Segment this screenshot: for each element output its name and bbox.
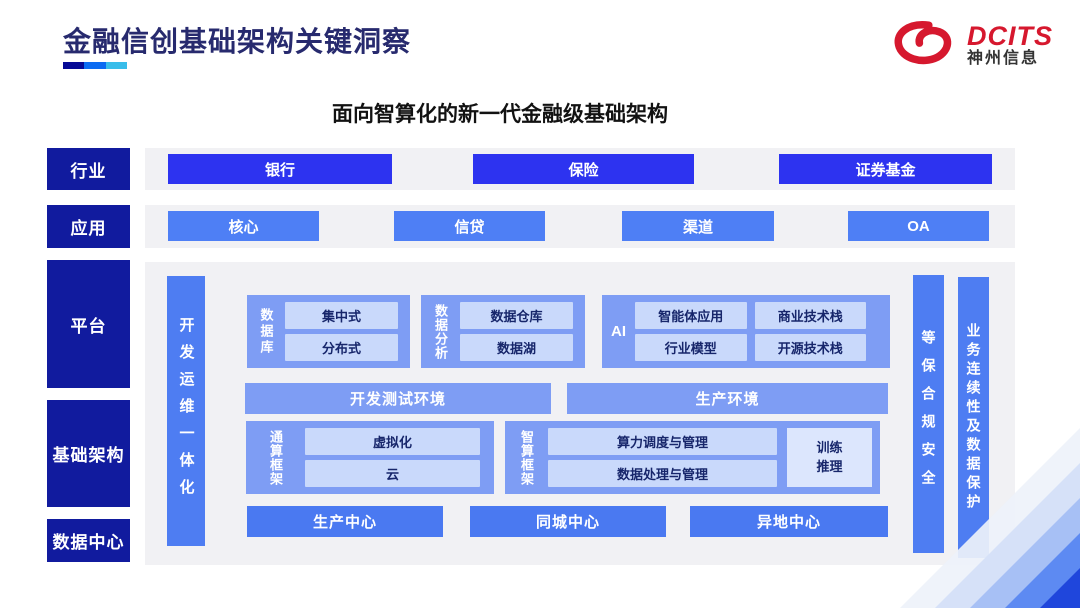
chip-virtualization: 虚拟化: [305, 428, 480, 455]
ai-group: AI 智能体应用 行业模型 商业技术栈 开源技术栈: [602, 295, 890, 368]
dcits-swirl-icon: [894, 21, 952, 65]
analytics-group: 数据分析 数据仓库 数据湖: [421, 295, 585, 368]
continuity-vertical-bar-label: 业务连续性及数据保护: [965, 322, 982, 513]
logo-company: 神州信息: [967, 49, 1040, 67]
chip-training-inference: 训练 推理: [787, 428, 872, 487]
database-chips: 集中式 分布式: [285, 302, 398, 361]
application-box-core: 核心: [168, 211, 319, 241]
sidebar-label-platform: 平台: [47, 260, 130, 388]
chip-agent-apps: 智能体应用: [635, 302, 747, 329]
analytics-chips: 数据仓库 数据湖: [460, 302, 573, 361]
chip-centralized: 集中式: [285, 302, 398, 329]
chip-opensource-stack: 开源技术栈: [754, 334, 866, 361]
production-center-bar: 生产中心: [247, 506, 443, 537]
devops-vertical-bar: 开发运维一体化: [167, 276, 205, 546]
application-box-oa: OA: [848, 211, 989, 241]
sidebar-label-infrastructure: 基础架构: [47, 400, 130, 507]
diagram-subtitle: 面向智算化的新一代金融级基础架构: [332, 103, 668, 126]
analytics-group-label: 数据分析: [433, 303, 448, 360]
corner-diagonal-decoration: [900, 428, 1080, 608]
general-compute-chips: 虚拟化 云: [305, 428, 480, 487]
sidebar-label-industry: 行业: [47, 148, 130, 190]
intelligent-compute-group: 智算框架 算力调度与管理 数据处理与管理 训练 推理: [505, 421, 880, 494]
security-vertical-bar: 等保合规安全: [913, 275, 944, 553]
ai-group-label: AI: [611, 323, 626, 340]
intelligent-compute-chips: 算力调度与管理 数据处理与管理: [548, 428, 777, 487]
chip-commercial-stack: 商业技术栈: [754, 302, 866, 329]
devops-vertical-bar-label: 开发运维一体化: [177, 316, 195, 506]
dcits-logo: DCITS 神州信息: [893, 18, 1053, 72]
intelligent-compute-label: 智算框架: [519, 429, 534, 486]
chip-data-lake: 数据湖: [460, 334, 573, 361]
continuity-vertical-bar: 业务连续性及数据保护: [958, 277, 989, 558]
industry-box-securities: 证券基金: [779, 154, 992, 184]
production-env-bar: 生产环境: [567, 383, 888, 414]
accent-segment-dark: [63, 62, 85, 69]
chip-compute-scheduling: 算力调度与管理: [548, 428, 777, 455]
industry-box-bank: 银行: [168, 154, 392, 184]
application-box-credit: 信贷: [394, 211, 545, 241]
ai-chips-col2: 商业技术栈 开源技术栈: [754, 302, 866, 361]
chip-distributed: 分布式: [285, 334, 398, 361]
industry-box-insurance: 保险: [473, 154, 694, 184]
logo-brand: DCITS: [967, 21, 1053, 52]
database-group-label: 数据库: [258, 307, 274, 356]
ai-chips-col1: 智能体应用 行业模型: [635, 302, 747, 361]
chip-cloud: 云: [305, 460, 480, 487]
chip-data-processing: 数据处理与管理: [548, 460, 777, 487]
database-group: 数据库 集中式 分布式: [247, 295, 410, 368]
security-vertical-bar-label: 等保合规安全: [920, 330, 937, 498]
chip-industry-models: 行业模型: [635, 334, 747, 361]
sidebar-label-datacenter: 数据中心: [47, 519, 130, 562]
samecity-center-bar: 同城中心: [470, 506, 666, 537]
general-compute-group: 通算框架 虚拟化 云: [246, 421, 494, 494]
devtest-env-bar: 开发测试环境: [245, 383, 551, 414]
accent-segment-mid: [84, 62, 106, 69]
chip-data-warehouse: 数据仓库: [460, 302, 573, 329]
remote-center-bar: 异地中心: [690, 506, 888, 537]
accent-segment-light: [105, 62, 127, 69]
logo-text: DCITS 神州信息: [967, 22, 1053, 67]
application-box-channel: 渠道: [622, 211, 774, 241]
page-title: 金融信创基础架构关键洞察: [63, 26, 412, 57]
general-compute-label: 通算框架: [268, 429, 283, 486]
sidebar-label-application: 应用: [47, 205, 130, 248]
title-accent-bar: [63, 62, 127, 69]
